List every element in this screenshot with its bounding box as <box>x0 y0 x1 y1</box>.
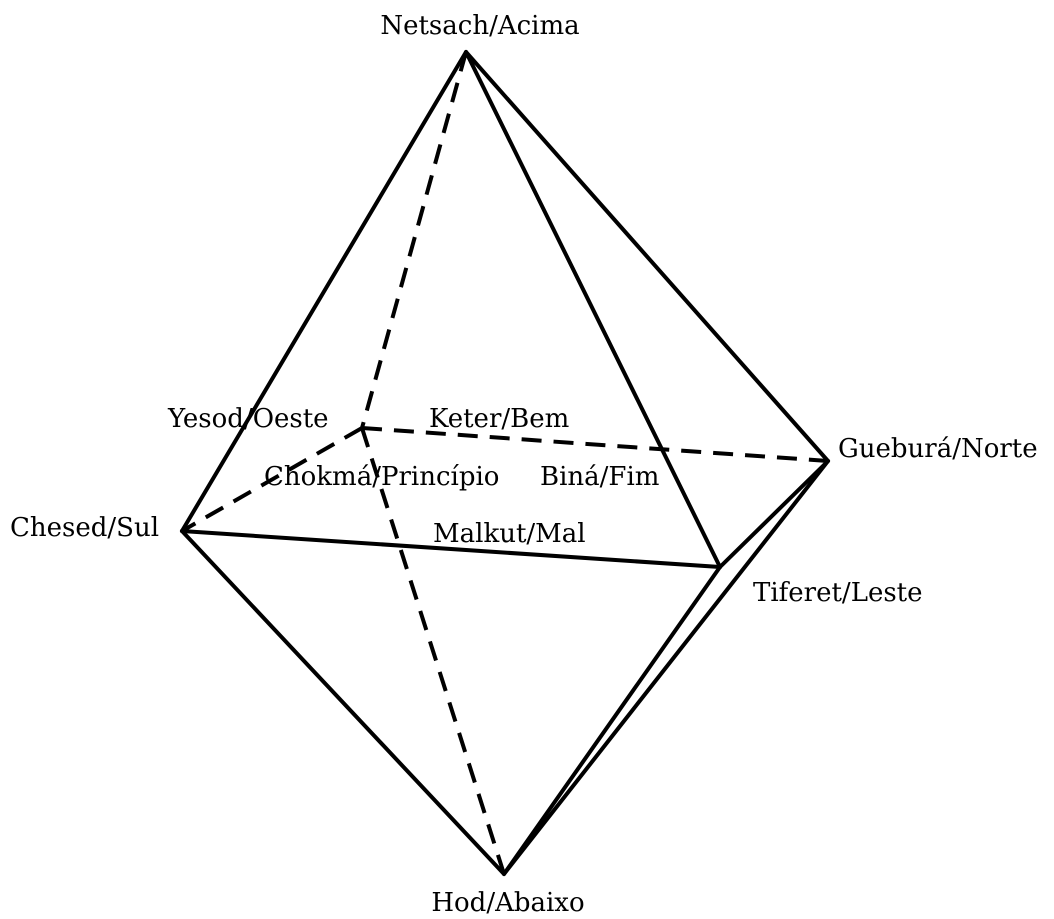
edge-south-bottom <box>180 529 506 876</box>
edge-top-west <box>360 51 468 429</box>
edge-west-south <box>181 426 363 533</box>
vertex-label-bottom: Hod/Abaixo <box>431 888 584 918</box>
vertex-label-east: Tiferet/Leste <box>753 578 923 608</box>
edge-south-east <box>180 529 722 569</box>
edge-west-north <box>361 426 829 463</box>
axis-label-good: Keter/Bem <box>429 404 569 434</box>
edge-top-east <box>464 50 722 569</box>
axis-label-evil: Malkut/Mal <box>433 519 586 549</box>
axis-label-beginning: Chokmá/Princípio <box>264 462 499 492</box>
vertex-label-north: Gueburá/Norte <box>838 434 1038 464</box>
vertex-label-top: Netsach/Acima <box>380 11 579 41</box>
edge-top-north <box>464 50 830 463</box>
edge-top-south <box>180 50 468 533</box>
edge-east-bottom <box>502 565 722 876</box>
edge-west-bottom <box>360 427 506 875</box>
vertex-label-west: Yesod/Oeste <box>167 404 329 434</box>
edge-north-bottom <box>502 459 830 876</box>
edge-east-north <box>718 459 830 569</box>
axis-label-end: Biná/Fim <box>540 462 659 492</box>
vertex-label-south: Chesed/Sul <box>10 513 159 543</box>
